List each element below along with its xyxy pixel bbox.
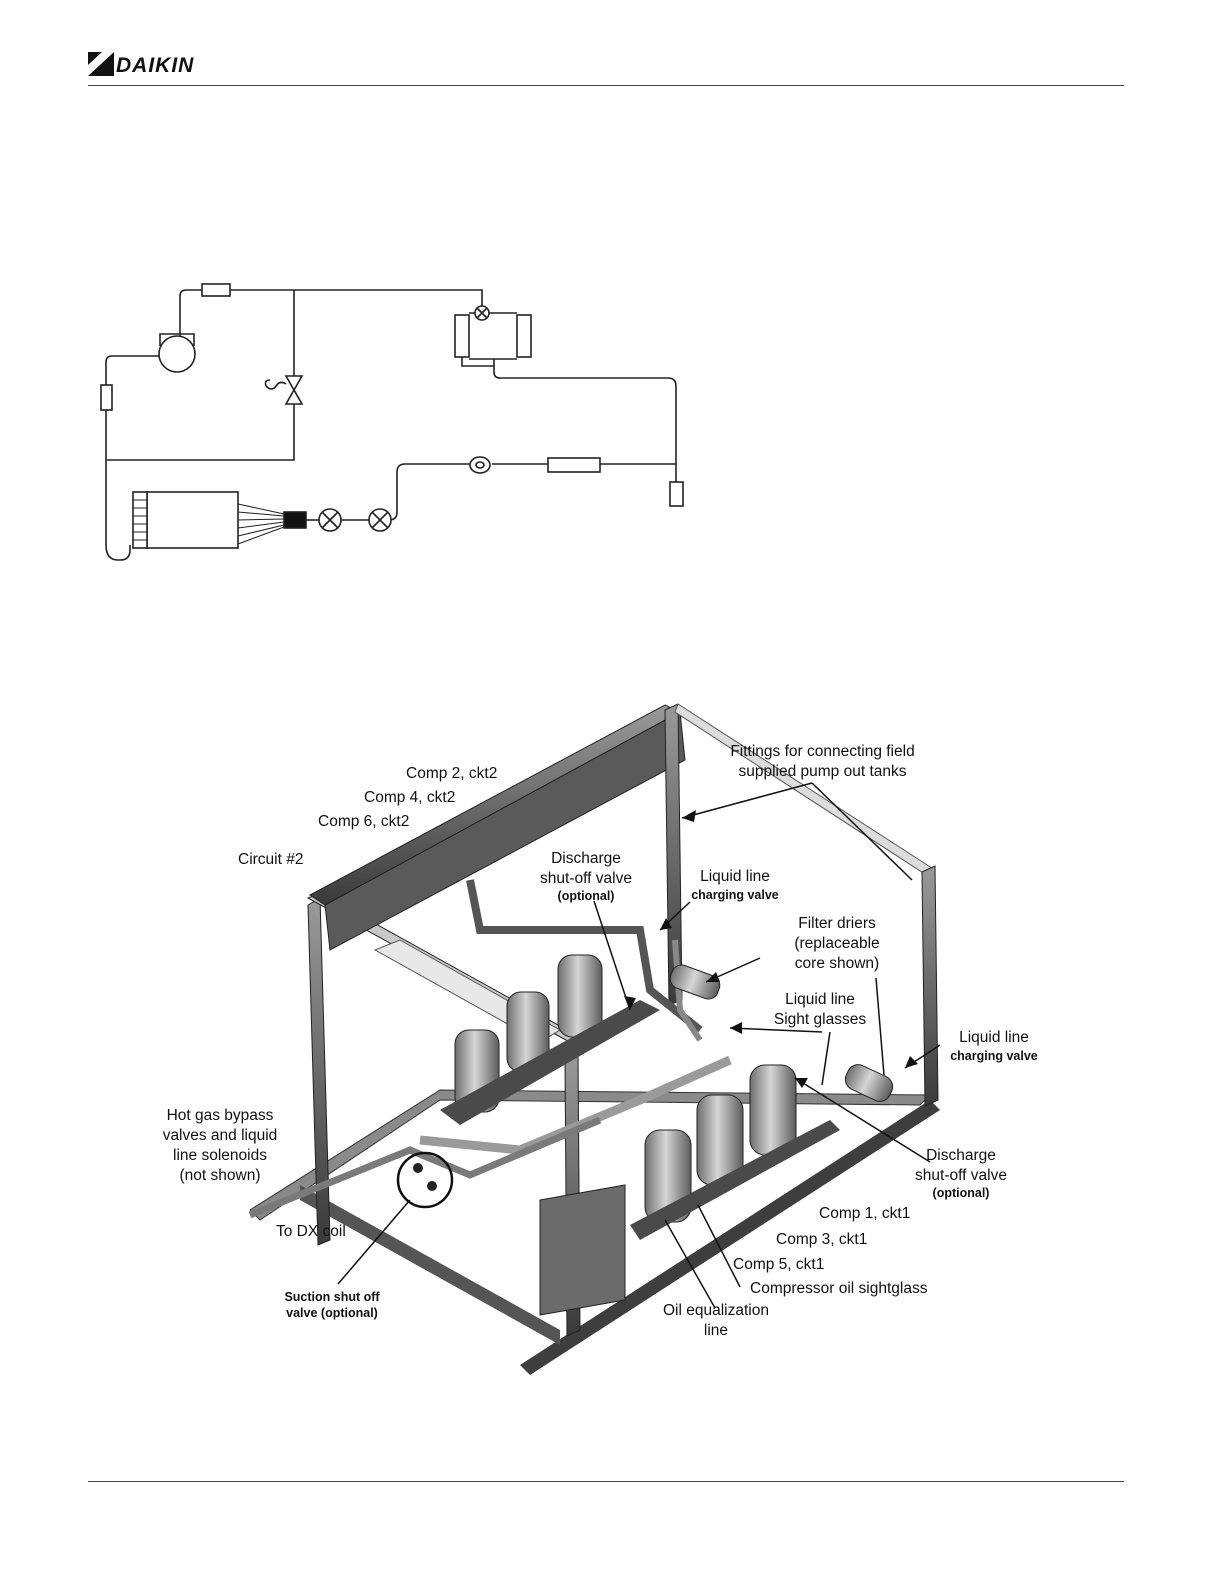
label-filter-line2: (replaceable	[794, 935, 880, 952]
label-suction-line1: Suction shut off	[284, 1290, 380, 1304]
refrigerant-circuit-schematic	[100, 283, 684, 561]
label-discharge-valve-top: Discharge shut-off valve (optional)	[534, 849, 638, 903]
daikin-logo: DAIKIN	[88, 52, 228, 82]
filter-drier-icon	[547, 457, 601, 473]
label-comp2-ckt2: Comp 2, ckt2	[406, 765, 498, 782]
label-sight-line1: Liquid line	[785, 991, 855, 1008]
label-liquid-charging-top: Liquid line charging valve	[688, 867, 782, 903]
brand-name: DAIKIN	[116, 54, 195, 77]
label-filter-driers: Filter driers (replaceable core shown)	[785, 914, 889, 974]
label-hotgas-line3: line solenoids	[173, 1147, 267, 1164]
label-to-dx-coil: To DX coil	[276, 1223, 346, 1240]
label-oil-eq-line2: line	[703, 1322, 729, 1339]
footer-rule	[88, 1481, 1124, 1482]
label-hot-gas-bypass: Hot gas bypass valves and liquid line so…	[152, 1106, 288, 1186]
label-discharge-right-optional: (optional)	[932, 1186, 990, 1200]
condenser-icon	[454, 314, 470, 358]
label-fittings-line1: Fittings for connecting field	[730, 743, 915, 760]
label-fittings-line2: supplied pump out tanks	[738, 763, 907, 780]
label-oil-equalization: Oil equalization line	[652, 1301, 780, 1341]
label-discharge-right-line2: shut-off valve	[915, 1167, 1007, 1184]
distributor-icon	[283, 511, 307, 529]
muffler-icon	[201, 283, 231, 297]
label-liquid-charging-right: Liquid line charging valve	[946, 1028, 1042, 1064]
suction-filter-icon	[100, 384, 113, 411]
label-hotgas-line2: valves and liquid	[162, 1127, 278, 1144]
compressor-icon	[158, 335, 196, 373]
label-suction-line2: valve (optional)	[286, 1306, 378, 1320]
label-liquid-charging-top-line1: Liquid line	[700, 868, 770, 885]
label-discharge-top-line1: Discharge	[551, 850, 621, 867]
label-hotgas-line1: Hot gas bypass	[166, 1107, 274, 1124]
label-hotgas-line4: (not shown)	[179, 1167, 261, 1184]
evaporator-coil-icon	[146, 491, 239, 549]
label-fittings: Fittings for connecting field supplied p…	[720, 742, 925, 782]
label-filter-line3: core shown)	[794, 955, 880, 972]
label-discharge-right-line1: Discharge	[926, 1147, 996, 1164]
label-comp1-ckt1: Comp 1, ckt1	[819, 1205, 911, 1222]
label-sight-line2: Sight glasses	[773, 1011, 867, 1028]
label-sight-glasses: Liquid line Sight glasses	[768, 990, 872, 1030]
label-filter-line1: Filter driers	[798, 915, 876, 932]
receiver-icon	[669, 481, 684, 507]
label-suction-valve: Suction shut off valve (optional)	[272, 1289, 392, 1321]
label-liquid-charging-top-line2: charging valve	[691, 888, 779, 902]
label-discharge-valve-right: Discharge shut-off valve (optional)	[908, 1146, 1014, 1200]
label-oil-sightglass: Compressor oil sightglass	[750, 1280, 928, 1297]
label-comp3-ckt1: Comp 3, ckt1	[776, 1231, 868, 1248]
hot-gas-bypass-valve-icon	[284, 375, 304, 392]
label-liquid-charging-right-line2: charging valve	[950, 1049, 1038, 1063]
label-comp6-ckt2: Comp 6, ckt2	[318, 813, 410, 830]
label-comp5-ckt1: Comp 5, ckt1	[733, 1256, 825, 1273]
label-oil-eq-line1: Oil equalization	[663, 1302, 769, 1319]
label-liquid-charging-right-line1: Liquid line	[959, 1029, 1029, 1046]
daikin-logo-mark-icon	[88, 52, 114, 76]
header-rule	[88, 85, 1124, 86]
label-comp4-ckt2: Comp 4, ckt2	[364, 789, 456, 806]
compressor-section-drawing	[248, 703, 941, 1375]
label-discharge-top-line2: shut-off valve	[540, 870, 632, 887]
sight-glass-icon	[469, 456, 491, 474]
label-discharge-top-optional: (optional)	[557, 889, 615, 903]
label-circuit-2: Circuit #2	[238, 851, 304, 868]
